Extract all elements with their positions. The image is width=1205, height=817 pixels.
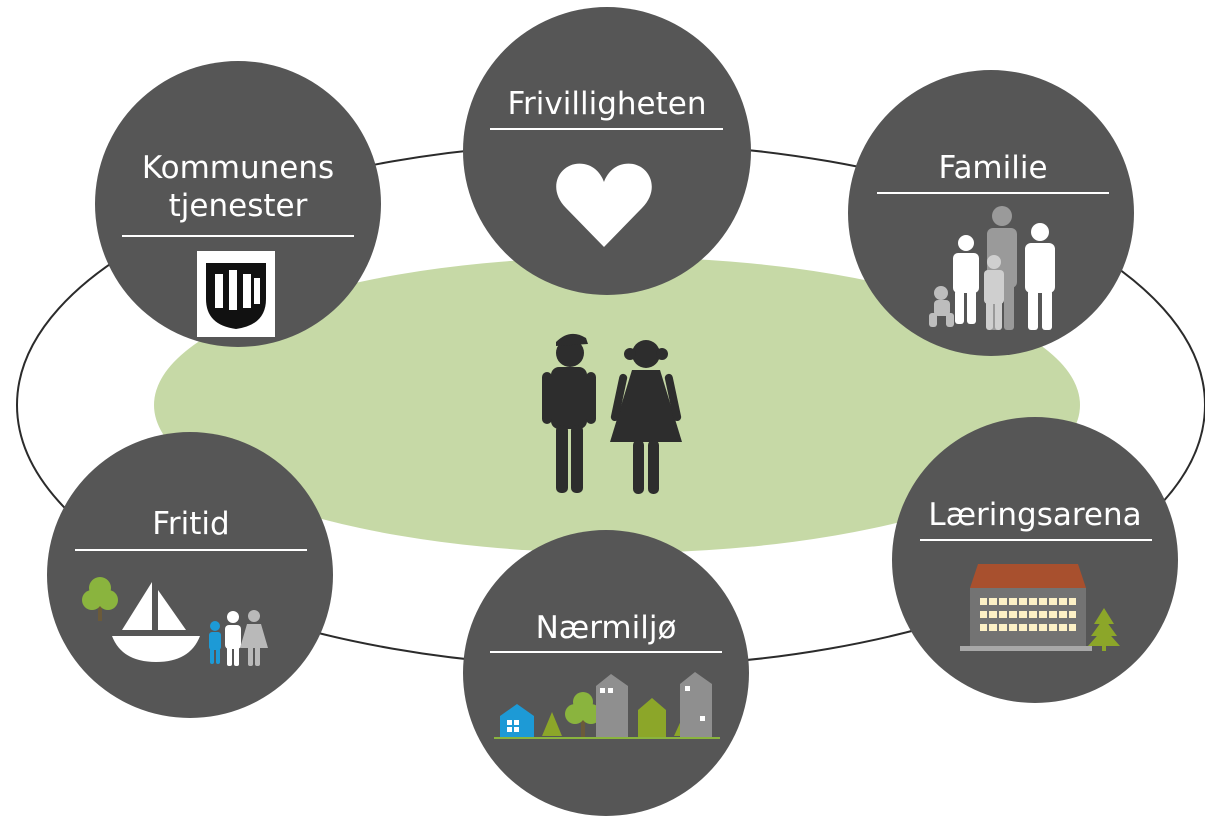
family-icon [929, 206, 1055, 330]
node-naermiljo-label: Nærmiljø [536, 610, 677, 646]
neighborhood-houses-icon [494, 672, 720, 739]
heart-icon [556, 163, 652, 247]
node-familie: Familie [848, 70, 1134, 356]
node-fritid: Fritid [47, 432, 333, 718]
children-icon [542, 333, 682, 494]
node-kommunens-tjenester: Kommunens tjenester [95, 61, 381, 347]
node-frivilligheten-label: Frivilligheten [507, 86, 706, 122]
node-kommunens-label-line2: tjenester [169, 188, 308, 224]
municipal-coat-of-arms-icon [197, 251, 275, 337]
node-kommunens-label-line1: Kommunens [142, 150, 334, 186]
node-laeringsarena-label: Læringsarena [928, 497, 1141, 533]
node-laeringsarena: Læringsarena [892, 417, 1178, 703]
node-frivilligheten: Frivilligheten [463, 7, 751, 295]
sailboat-tree-people-icon [82, 577, 268, 666]
school-building-icon [960, 564, 1120, 651]
node-familie-label: Familie [938, 150, 1047, 186]
node-naermiljo: Nærmiljø [463, 530, 749, 816]
node-fritid-label: Fritid [152, 506, 229, 542]
